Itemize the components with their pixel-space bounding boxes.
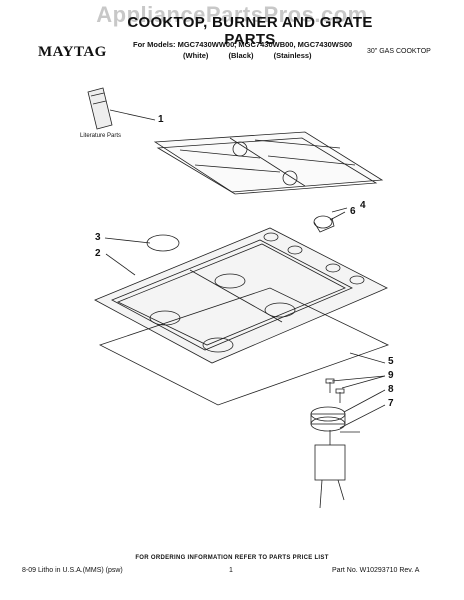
callout-4: 4 (360, 200, 366, 211)
knob-illustration (313, 215, 335, 233)
brand-logo: MAYTAG (38, 44, 107, 60)
model-variants: (White) (Black) (Stainless) (183, 51, 330, 60)
litho-info: 8-09 Litho in U.S.A.(MMS) (psw) (22, 567, 123, 574)
screws-illustration (325, 378, 345, 403)
page-title: COOKTOP, BURNER AND GRATE PARTS (127, 14, 373, 48)
watermark: AppliancePartsPros.com (96, 2, 368, 27)
part-number: Part No. W10293710 Rev. A (332, 567, 420, 574)
callout-2: 2 (95, 248, 101, 259)
literature-parts-label: Literature Parts (80, 133, 122, 139)
callout-5: 5 (388, 356, 394, 367)
models-line: For Models: MGC7430WW00, MGC7430WB00, MG… (133, 40, 353, 49)
cooktop-type: 30" GAS COOKTOP (367, 48, 431, 55)
burner-base-illustration (310, 406, 346, 432)
variant-black: (Black) (228, 51, 254, 60)
variant-stainless: (Stainless) (273, 51, 312, 60)
callout-1: 1 (158, 114, 164, 125)
page-number: 1 (229, 567, 233, 574)
callout-6: 6 (350, 206, 356, 217)
grate-illustration (153, 131, 384, 195)
cooktop-illustration (94, 227, 388, 364)
valve-illustration (314, 430, 346, 509)
gasket-illustration (98, 287, 390, 406)
callout-7: 7 (388, 398, 394, 409)
variant-white: (White) (183, 51, 209, 60)
callout-9: 9 (388, 370, 394, 381)
callout-3: 3 (95, 232, 101, 243)
callout-8: 8 (388, 384, 394, 395)
ordering-note: FOR ORDERING INFORMATION REFER TO PARTS … (135, 555, 329, 561)
burner-cap-illustration (146, 234, 180, 252)
literature-parts-illustration (87, 87, 113, 130)
